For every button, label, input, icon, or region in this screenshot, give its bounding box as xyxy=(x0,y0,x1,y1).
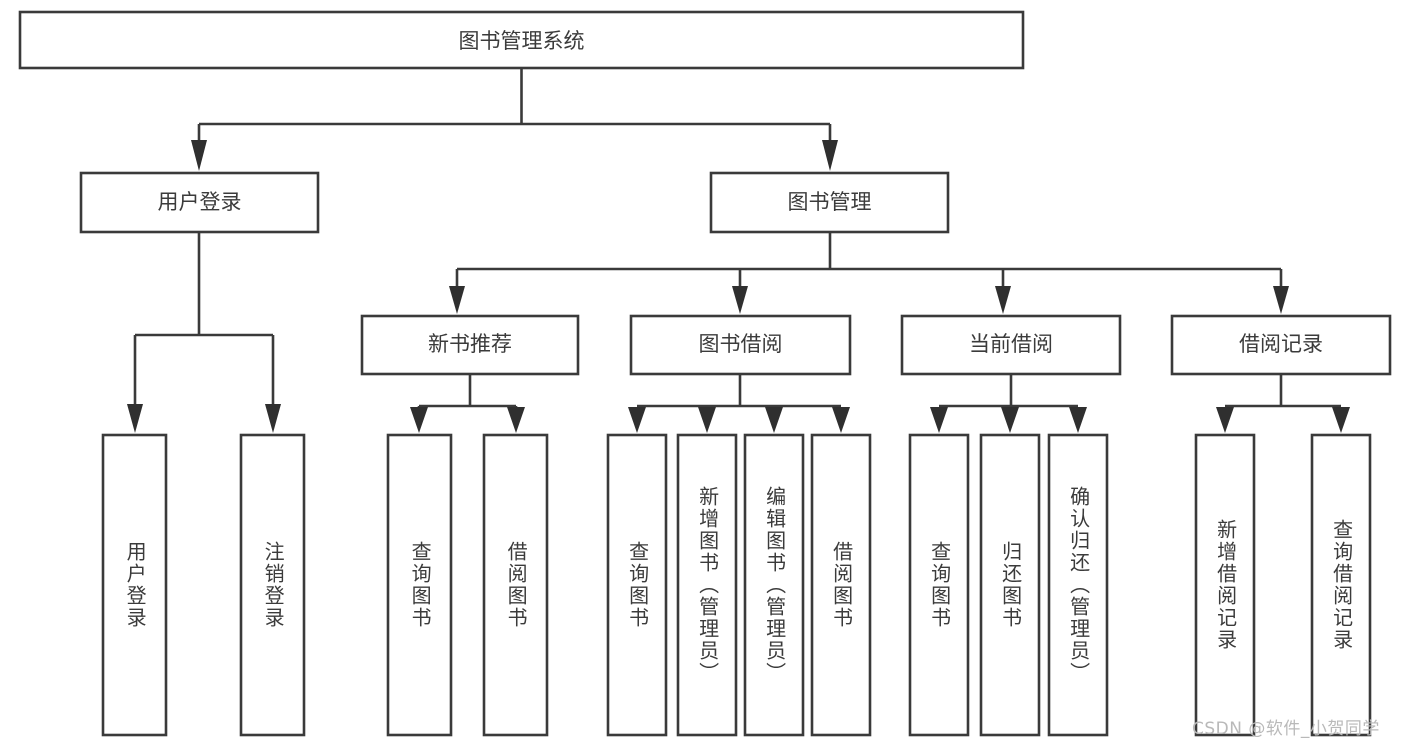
arrow-head-leaf-user-logout xyxy=(265,404,281,433)
arrow-head-leaf-add-borrow-record xyxy=(1216,407,1234,433)
node-borrow-record-box[interactable] xyxy=(1170,314,1392,376)
node-current-borrow-label: 当前借阅 xyxy=(969,332,1053,356)
arrow-head-leaf-borrow-book-1 xyxy=(507,407,525,433)
arrow-head-leaf-return-book xyxy=(1001,407,1019,433)
leaf-box-borrow-book-2[interactable] xyxy=(810,433,872,737)
csdn-watermark: CSDN @软件_小贺同学 xyxy=(1192,719,1380,739)
arrow-head-leaf-add-book xyxy=(698,407,716,433)
arrow-head-book-borrow xyxy=(732,286,748,314)
arrow-head-leaf-query-book-1 xyxy=(410,407,428,433)
arrow-head-borrow-record xyxy=(1273,286,1289,314)
node-new-book-recommend-label: 新书推荐 xyxy=(428,332,512,356)
leaf-box-borrow-book-1[interactable] xyxy=(482,433,549,737)
leaf-box-add-borrow-record[interactable] xyxy=(1194,433,1256,737)
leaf-box-user-login[interactable] xyxy=(101,433,168,737)
arrow-head-leaf-query-borrow-record xyxy=(1332,407,1350,433)
arrow-head-user-login xyxy=(191,140,207,171)
leaf-box-query-book-2[interactable] xyxy=(606,433,668,737)
node-borrow-record-label: 借阅记录 xyxy=(1239,332,1323,356)
arrow-head-leaf-borrow-book-2 xyxy=(832,407,850,433)
node-root-label: 图书管理系统 xyxy=(459,29,585,53)
arrow-head-leaf-query-book-3 xyxy=(930,407,948,433)
leaf-box-return-book[interactable] xyxy=(979,433,1041,737)
node-user-login-box[interactable] xyxy=(79,171,320,234)
node-new-book-recommend-box[interactable] xyxy=(360,314,580,376)
node-user-login-label: 用户登录 xyxy=(158,190,242,214)
node-root-box[interactable] xyxy=(18,10,1025,70)
arrow-head-leaf-user-login xyxy=(127,404,143,433)
node-book-borrow-box[interactable] xyxy=(629,314,852,376)
leaf-box-query-borrow-record[interactable] xyxy=(1310,433,1372,737)
node-book-manage-box[interactable] xyxy=(709,171,950,234)
arrow-head-leaf-confirm-return xyxy=(1069,407,1087,433)
arrow-head-new-book-recommend xyxy=(449,286,465,314)
node-book-borrow-label: 图书借阅 xyxy=(699,332,783,356)
node-book-manage-label: 图书管理 xyxy=(788,190,872,214)
leaf-box-add-book[interactable] xyxy=(676,433,738,737)
arrow-head-current-borrow xyxy=(995,286,1011,314)
leaf-box-query-book-3[interactable] xyxy=(908,433,970,737)
arrow-head-leaf-query-book-2 xyxy=(628,407,646,433)
node-layer: 图书管理系统 用户登录 图书管理 新书推荐 图书借阅 当前借阅 借阅记录 xyxy=(18,10,1392,737)
leaf-box-user-logout[interactable] xyxy=(239,433,306,737)
arrow-head-book-manage xyxy=(822,140,838,171)
node-current-borrow-box[interactable] xyxy=(900,314,1122,376)
arrow-head-leaf-edit-book xyxy=(765,407,783,433)
leaf-box-confirm-return[interactable] xyxy=(1047,433,1109,737)
leaf-box-edit-book[interactable] xyxy=(743,433,805,737)
connector-layer xyxy=(127,68,1350,433)
leaf-box-query-book-1[interactable] xyxy=(386,433,453,737)
